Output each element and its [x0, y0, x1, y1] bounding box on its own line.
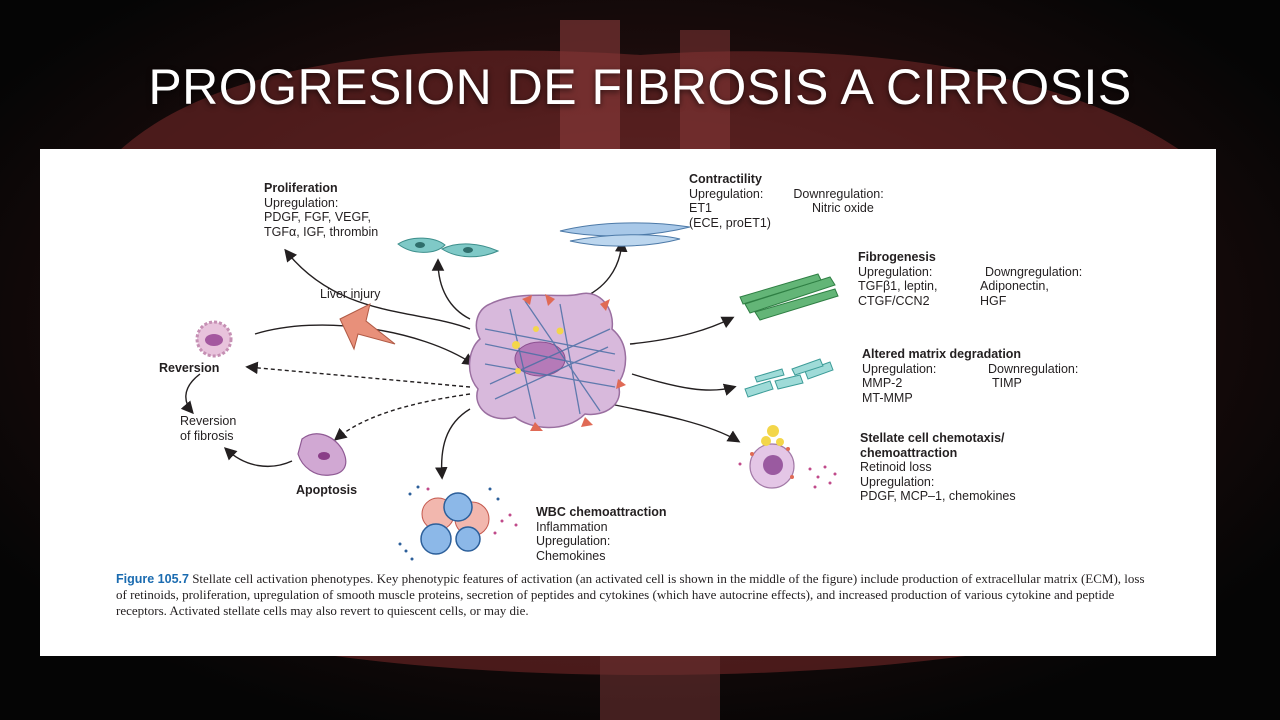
- activation-arrows: [180, 239, 741, 480]
- activated-stellate-cell: [468, 292, 627, 431]
- chemotaxis-cell: [738, 425, 837, 489]
- fibrogenesis-label: Fibrogenesis Upregulation:Downgregulatio…: [858, 250, 1083, 308]
- apoptotic-cell: [297, 433, 347, 476]
- stellate-cell-diagram: [180, 222, 839, 561]
- proliferation-label: Proliferation Upregulation: PDGF, FGF, V…: [264, 181, 379, 239]
- reversion-label: Reversion: [159, 361, 220, 375]
- chemotaxis-label: Stellate cell chemotaxis/ chemoattractio…: [860, 431, 1016, 503]
- figure-panel: Proliferation Upregulation: PDGF, FGF, V…: [40, 149, 1216, 656]
- proliferating-cells: [397, 237, 500, 258]
- wbc-cluster-icon: [398, 485, 518, 561]
- figure-number: Figure 105.7: [116, 572, 189, 586]
- collagen-fibers-icon: [739, 273, 839, 321]
- contractile-cells: [559, 222, 691, 247]
- degraded-matrix-icon: [744, 358, 834, 398]
- reversion-of-fibrosis-label: Reversion of fibrosis: [180, 414, 237, 443]
- slide-title: PROGRESION DE FIBROSIS A CIRROSIS: [148, 59, 1132, 115]
- apoptosis-label: Apoptosis: [296, 483, 358, 497]
- matrix-degradation-label: Altered matrix degradation Upregulation:…: [862, 347, 1079, 405]
- liver-injury-bolt-icon: [339, 303, 396, 351]
- caption-text: Stellate cell activation phenotypes. Key…: [116, 571, 1145, 618]
- quiescent-cell: [195, 320, 233, 358]
- contractility-label: Contractility Upregulation:Downregulatio…: [689, 172, 884, 230]
- wbc-chemoattraction-label: WBC chemoattraction Inflammation Upregul…: [536, 505, 667, 563]
- liver-injury-label: Liver injury: [320, 287, 381, 301]
- figure-caption: Figure 105.7 Stellate cell activation ph…: [116, 571, 1146, 619]
